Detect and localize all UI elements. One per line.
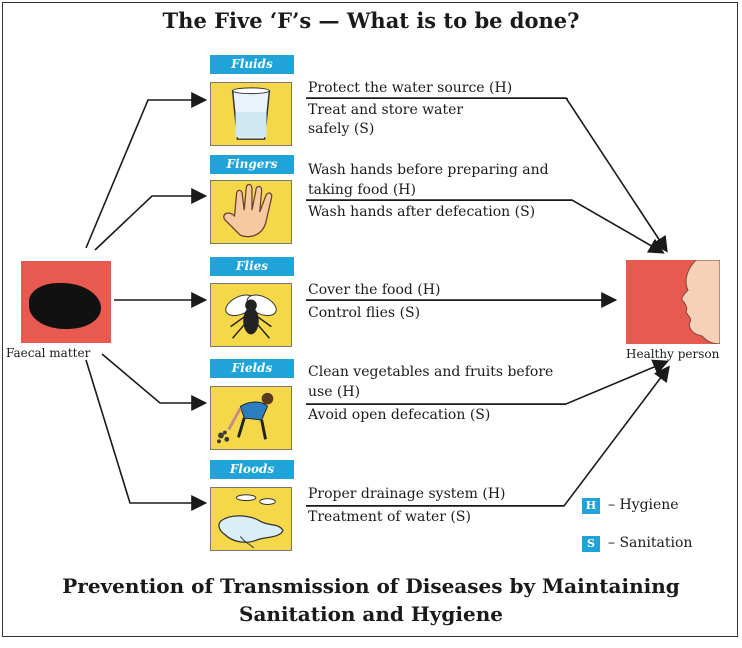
flies-line-1: Cover the food (H) — [308, 282, 441, 298]
diagram-title: The Five ‘F’s — What is to be done? — [162, 8, 580, 33]
floods-panel — [210, 487, 292, 551]
floods-line-1: Proper drainage system (H) — [308, 486, 506, 502]
arrow-to-fingers — [94, 188, 208, 251]
faecal-matter-label: Faecal matter — [6, 346, 91, 360]
sanitation-icon: S — [582, 536, 600, 552]
arrow-floods-to-person — [306, 365, 670, 507]
flies-panel — [210, 283, 292, 347]
fingers-panel — [210, 180, 292, 244]
arrow-to-floods — [85, 359, 208, 511]
fingers-line-2: taking food (H) — [308, 182, 416, 198]
fluids-line-2: Treat and store water — [308, 102, 464, 118]
tag-fluids: Fluids — [210, 55, 294, 74]
arrow-to-fields — [101, 353, 208, 411]
water-puddle-icon — [218, 494, 284, 549]
caption-line-2: Sanitation and Hygiene — [239, 602, 503, 626]
fingers-line-1: Wash hands before preparing and — [308, 162, 549, 178]
legend-sanitation-label: – Sanitation — [608, 535, 693, 551]
fields-line-1: Clean vegetables and fruits before — [308, 364, 554, 380]
hand-icon — [223, 183, 273, 238]
caption-line-1: Prevention of Transmission of Diseases b… — [62, 574, 680, 598]
glass-icon — [231, 87, 271, 140]
fields-separator — [306, 404, 566, 405]
face-profile-icon — [681, 260, 720, 344]
tag-fields: Fields — [210, 359, 294, 378]
healthy-person-box — [626, 260, 720, 344]
fluids-line-3: safely (S) — [308, 121, 375, 137]
fluids-line-1: Protect the water source (H) — [308, 80, 513, 96]
fields-panel — [210, 386, 292, 450]
arrow-to-fluids — [85, 92, 208, 249]
hygiene-icon: H — [582, 498, 600, 514]
fingers-line-3: Wash hands after defecation (S) — [308, 204, 536, 220]
tag-flies: Flies — [210, 257, 294, 276]
floods-line-2: Treatment of water (S) — [308, 509, 471, 525]
faecal-matter-box — [21, 261, 111, 343]
fluids-panel — [210, 82, 292, 146]
fields-line-3: Avoid open defecation (S) — [308, 407, 491, 423]
fly-icon — [225, 294, 277, 339]
diagram-frame — [2, 2, 738, 637]
fields-line-2: use (H) — [308, 384, 361, 400]
flies-line-2: Control flies (S) — [308, 305, 421, 321]
faecal-matter-icon — [29, 283, 101, 329]
tag-floods: Floods — [210, 460, 294, 479]
tag-fingers: Fingers — [210, 155, 294, 174]
person-field-icon — [217, 392, 274, 444]
flies-separator — [306, 300, 614, 301]
legend-hygiene-label: – Hygiene — [608, 497, 679, 513]
fluids-separator — [306, 98, 568, 99]
floods-separator — [306, 505, 564, 506]
healthy-person-label: Healthy person — [626, 347, 720, 361]
fingers-separator — [306, 200, 574, 201]
diagram-caption: Prevention of Transmission of Diseases b… — [0, 572, 742, 628]
